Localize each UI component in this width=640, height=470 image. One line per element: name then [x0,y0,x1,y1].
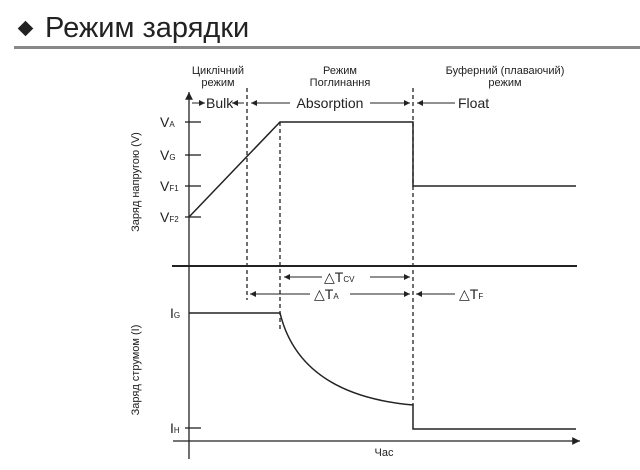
label-vf1: VF1 [160,178,179,194]
voltage-curve [188,121,576,218]
label-ig: IG [170,305,180,321]
time-axis-label: Час [375,447,394,459]
phase-absorption-line1: Режим [323,65,357,77]
interval-tcv: △TCV [324,269,355,285]
interval-tf: △TF [459,286,483,302]
label-ih: IH [170,420,180,436]
phase-absorption-line2: Поглинання [310,77,371,89]
phase-cyclic-line1: Циклічний [192,65,244,77]
stage-bulk: Bulk [206,95,234,111]
stage-absorption: Absorption [297,95,364,111]
label-vg: VG [160,147,176,163]
label-va: VA [160,114,175,130]
phase-cyclic-line2: режим [201,77,234,89]
label-vf2: VF2 [160,209,179,225]
current-axis-label: Заряд струмом (I) [130,325,142,416]
title-text: Режим зарядки [45,12,250,44]
slide-title: Режим зарядки [14,12,249,45]
stage-float: Float [458,95,489,111]
phase-float-line1: Буферний (плаваючий) [446,65,565,77]
title-underline [14,46,640,49]
current-curve [189,312,576,430]
interval-ta: △TA [314,286,339,302]
voltage-axis-label: Заряд напругою (V) [130,132,142,232]
phase-float-line2: режим [488,77,521,89]
